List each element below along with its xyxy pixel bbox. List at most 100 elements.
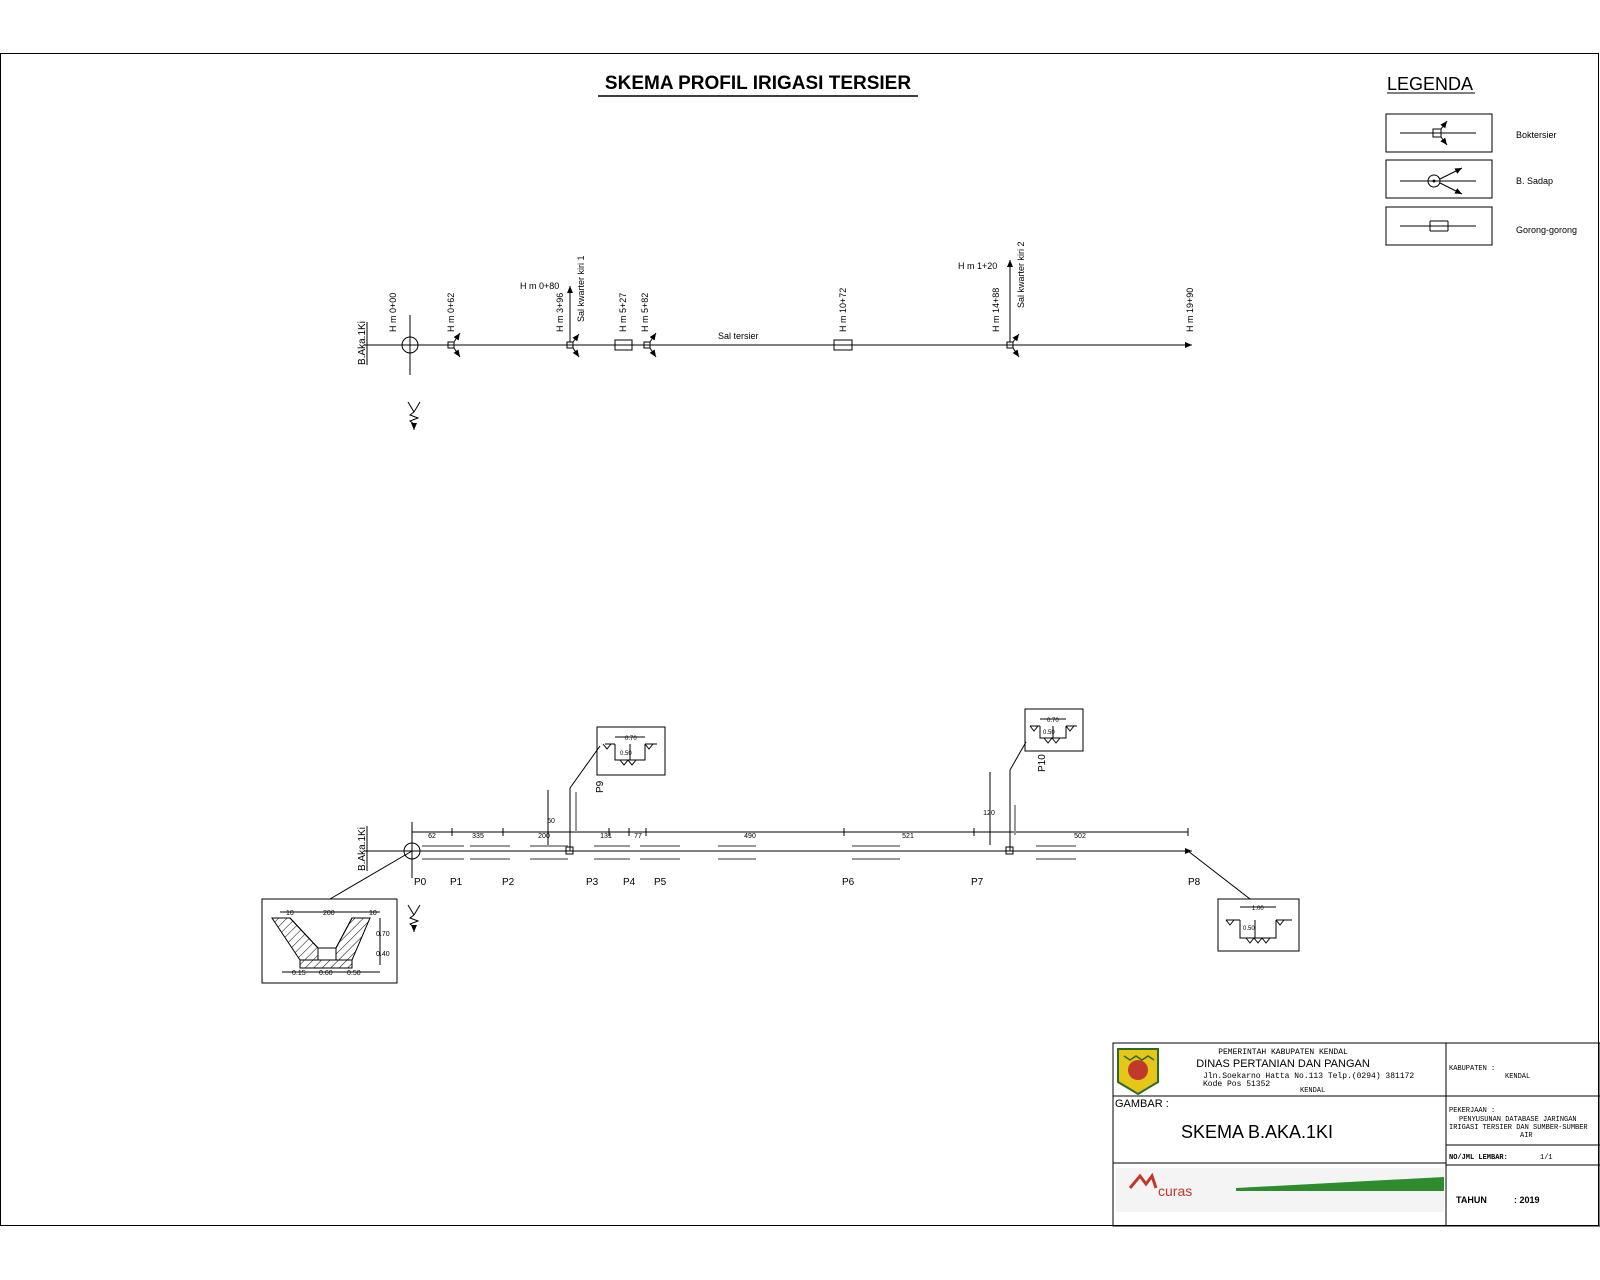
source-sadap-icon — [401, 336, 419, 354]
station-label: H m 19+90 — [1185, 288, 1195, 332]
point-label: P6 — [842, 877, 855, 888]
cross-section-p9: 0.70 0.50 — [596, 726, 666, 776]
branch-1-station: H m 0+80 — [520, 281, 559, 291]
profile-source-label: B.Aka.1Ki — [357, 827, 368, 871]
dim-label: 0.15 — [292, 970, 306, 977]
consultant-name: curas — [1158, 1183, 1192, 1199]
boks-tersier-icon — [643, 332, 657, 358]
dim-label: 0.60 — [319, 970, 333, 977]
station-label: H m 10+72 — [838, 288, 848, 332]
legend-title: LEGENDA — [1387, 74, 1473, 94]
station-label: H m 14+88 — [991, 288, 1001, 332]
station-label: H m 5+27 — [618, 293, 628, 332]
segment-length: 62 — [428, 833, 436, 840]
legend-label-3: Gorong-gorong — [1516, 225, 1577, 235]
network-schematic: B.Aka.1Ki H m 0+00 H m 0+62 H m 3+96 H m… — [357, 241, 1195, 430]
branch-1-label: Sal kwarter kiri 1 — [576, 255, 586, 322]
point-label-p10: P10 — [1037, 754, 1048, 772]
dim-label: 0.70 — [625, 736, 637, 742]
drawing-title: SKEMA PROFIL IRIGASI TERSIER — [605, 73, 911, 94]
segment-length: 502 — [1074, 833, 1086, 840]
inlet-arrow-icon — [407, 904, 421, 932]
station-label: H m 0+62 — [446, 293, 456, 332]
pekerjaan-value: IRIGASI TERSIER DAN SUMBER-SUMBER — [1449, 1124, 1588, 1132]
segment-notes — [422, 845, 1076, 860]
segment-length: 131 — [600, 833, 612, 840]
branch-length: 120 — [983, 810, 995, 817]
agency-postcode: Kode Pos 51352 — [1203, 1080, 1270, 1089]
title-block: PEMERINTAH KABUPATEN KENDAL DINAS PERTAN… — [1112, 1042, 1600, 1227]
point-label: P8 — [1188, 877, 1201, 888]
tahun-label: TAHUN — [1456, 1195, 1487, 1205]
legend-box-1 — [1385, 113, 1493, 153]
dim-label: 0.50 — [1043, 730, 1055, 736]
agency-address: Jln.Soekarno Hatta No.113 Telp.(0294) 38… — [1203, 1072, 1414, 1081]
branch-length: 60 — [547, 818, 555, 825]
branch-2-label: Sal kwarter kiri 2 — [1016, 241, 1026, 308]
gorong-gorong-icon — [833, 339, 853, 351]
agency-city: KENDAL — [1300, 1087, 1325, 1095]
point-label-p9: P9 — [595, 780, 606, 793]
lembar-label: NO/JML LEMBAR: — [1449, 1154, 1508, 1162]
legend-box-3 — [1385, 206, 1493, 246]
pekerjaan-label: PEKERJAAN : — [1449, 1107, 1495, 1115]
gambar-value: SKEMA B.AKA.1KI — [1181, 1122, 1333, 1142]
dim-label: 10 — [286, 910, 294, 917]
legend-label-1: Boktersier — [1516, 130, 1557, 140]
cross-section-p10: 0.70 0.50 — [1024, 708, 1084, 752]
pekerjaan-value: AIR — [1520, 1132, 1533, 1140]
kabupaten-value: KENDAL — [1505, 1073, 1530, 1081]
station-label: H m 5+82 — [640, 293, 650, 332]
cross-section-p8: 1.00 0.50 — [1217, 898, 1300, 952]
point-label: P2 — [502, 877, 515, 888]
segment-length: 77 — [634, 833, 642, 840]
point-label: P1 — [450, 877, 463, 888]
agency-line-2: DINAS PERTANIAN DAN PANGAN — [1196, 1058, 1370, 1070]
lembar-value: 1/1 — [1540, 1154, 1553, 1162]
legend-box-2 — [1385, 159, 1493, 199]
boks-tersier-icon — [1400, 120, 1476, 146]
channel-label: Sal tersier — [718, 331, 759, 341]
schematic-source-label: B.Aka.1Ki — [357, 321, 368, 365]
point-label: P5 — [654, 877, 667, 888]
dim-label: 1.00 — [1252, 906, 1264, 912]
legend-label-2: B. Sadap — [1516, 176, 1553, 186]
pekerjaan-value: PENYUSUNAN DATABASE JARINGAN — [1459, 1116, 1577, 1124]
dim-label: 200 — [323, 910, 335, 917]
cross-section-main: 10 200 10 0.70 0.40 0.15 0.60 0.50 — [261, 898, 398, 984]
gambar-label: GAMBAR : — [1115, 1098, 1169, 1110]
segment-length: 490 — [744, 833, 756, 840]
dim-label: 0.70 — [376, 931, 390, 938]
point-label: P7 — [971, 877, 984, 888]
inlet-arrow-icon — [407, 401, 421, 430]
tahun-value: : 2019 — [1514, 1195, 1540, 1205]
dim-label: 0.40 — [376, 951, 390, 958]
drawing-frame — [0, 53, 1599, 1226]
dim-label: 0.70 — [1047, 718, 1059, 724]
gorong-gorong-icon — [614, 339, 633, 351]
agency-line-1: PEMERINTAH KABUPATEN KENDAL — [1218, 1048, 1348, 1057]
consultant-logo: curas — [1116, 1168, 1444, 1212]
bangunan-sadap-icon — [1400, 167, 1476, 195]
longitudinal-profile: B.Aka.1Ki 62 335 200 131 77 490 521 502 — [329, 741, 1251, 932]
segment-length: 521 — [902, 833, 914, 840]
legend: LEGENDA Boktersier B. Sadap Gorong-gor — [1385, 74, 1577, 246]
station-label: H m 3+96 — [555, 293, 565, 332]
dim-label: 0.50 — [1243, 926, 1255, 932]
dim-label: 10 — [369, 910, 377, 917]
dim-label: 0.50 — [620, 751, 632, 757]
profile-source-icon — [403, 842, 421, 860]
kendal-seal-logo — [1117, 1048, 1159, 1096]
point-label: P4 — [623, 877, 636, 888]
station-label: H m 0+00 — [388, 293, 398, 332]
segment-length: 335 — [472, 833, 484, 840]
segment-length: 200 — [538, 833, 550, 840]
boks-tersier-icon — [447, 332, 461, 358]
dim-label: 0.50 — [347, 970, 361, 977]
branch-2-station: H m 1+20 — [958, 261, 997, 271]
gorong-gorong-icon — [1400, 220, 1476, 232]
point-label: P0 — [414, 877, 427, 888]
point-label: P3 — [586, 877, 599, 888]
kabupaten-label: KABUPATEN : — [1449, 1065, 1495, 1073]
